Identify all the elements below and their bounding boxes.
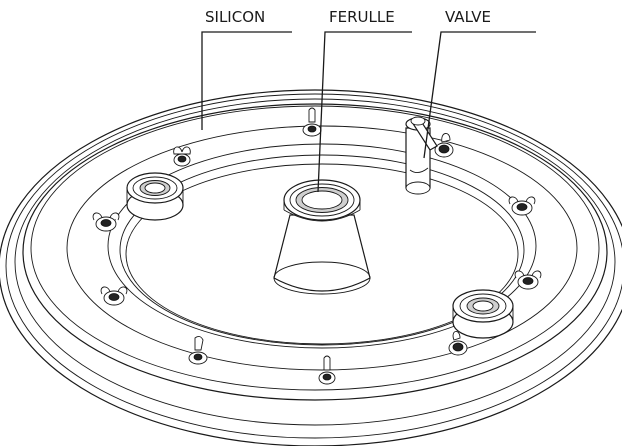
- wing-nut: [173, 146, 191, 167]
- port-left: [126, 172, 184, 221]
- label-ferulle: FERULLE: [329, 8, 395, 26]
- port-right: [452, 289, 514, 339]
- wing-nut: [92, 212, 120, 232]
- silicon-leader-line: [201, 31, 292, 130]
- wing-nut: [188, 335, 208, 365]
- label-silicon: SILICON: [205, 8, 265, 26]
- callout-lines: [201, 31, 536, 193]
- wing-nut: [508, 196, 536, 216]
- wing-nuts: [92, 107, 542, 385]
- ferulle-leader-line: [317, 31, 412, 193]
- wing-nut: [318, 355, 336, 385]
- wing-nut: [434, 133, 454, 158]
- label-valve: VALVE: [445, 8, 491, 26]
- gasket-lip: [14, 98, 616, 426]
- valve: [405, 116, 438, 195]
- wing-nut: [514, 270, 542, 290]
- valve-leader-line: [423, 31, 536, 159]
- wing-nut: [100, 286, 128, 306]
- wing-nut: [448, 331, 468, 356]
- flange-step: [107, 143, 537, 349]
- gasket-inner-edge: [5, 93, 622, 439]
- flange-outer: [66, 125, 578, 371]
- vessel-opening: [125, 163, 519, 345]
- lid-plate-rim-inner: [30, 105, 600, 391]
- ferulle-cone: [273, 179, 371, 295]
